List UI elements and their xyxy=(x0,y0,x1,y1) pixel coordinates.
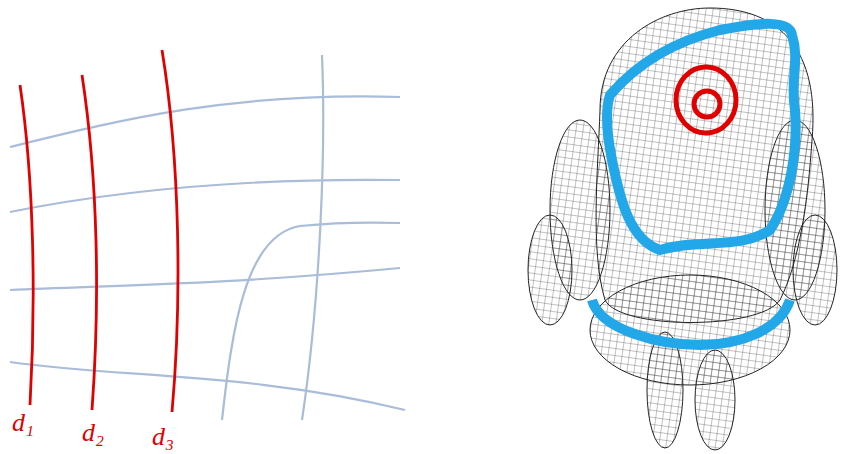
bands xyxy=(592,24,796,345)
curve-label: d₃ xyxy=(152,424,174,450)
curve-label: d₂ xyxy=(82,420,104,446)
dual-curves xyxy=(20,50,178,412)
red-loops xyxy=(676,67,736,133)
grid-curves xyxy=(10,55,405,420)
curve-label: d₁ xyxy=(12,410,34,436)
wireframe-model xyxy=(528,8,837,450)
